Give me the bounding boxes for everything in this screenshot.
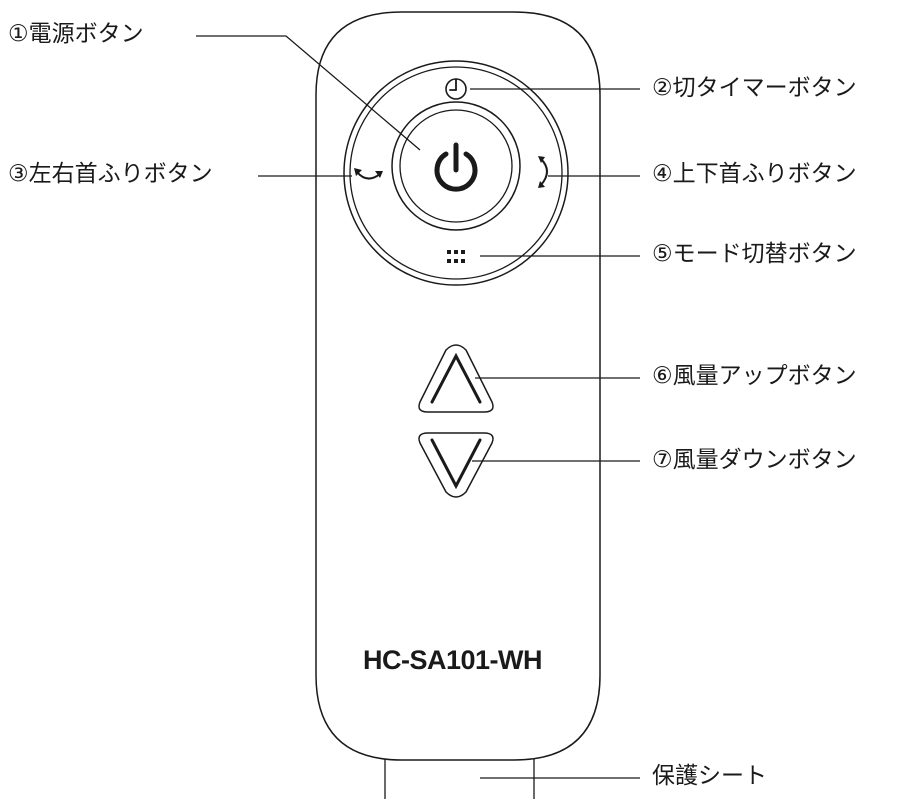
- label-off-timer-button: ②切タイマーボタン: [652, 75, 857, 101]
- horizontal-swing-arrow-icon[interactable]: [354, 168, 383, 180]
- label-wind-up-button: ⑥風量アップボタン: [652, 363, 857, 389]
- label-protective-sheet: 保護シート: [652, 763, 767, 789]
- leader-lines: [196, 35, 640, 779]
- power-icon: [434, 142, 478, 192]
- up-triangle-icon[interactable]: [418, 344, 494, 413]
- label-power-button: ①電源ボタン: [8, 21, 144, 47]
- label-mode-button: ⑤モード切替ボタン: [652, 241, 857, 267]
- label-wind-down-button: ⑦風量ダウンボタン: [652, 447, 857, 473]
- model-name: HC-SA101-WH: [363, 645, 543, 675]
- outer-ring-inner: [349, 66, 563, 280]
- vertical-swing-arrow-icon[interactable]: [538, 156, 548, 188]
- label-horizontal-swing-button: ③左右首ふりボタン: [8, 161, 213, 187]
- clock-icon[interactable]: [445, 78, 467, 100]
- dots-grid-icon[interactable]: [447, 250, 465, 263]
- label-vertical-swing-button: ④上下首ふりボタン: [652, 161, 857, 187]
- down-triangle-icon[interactable]: [418, 432, 494, 498]
- power-button-inner: [399, 109, 513, 223]
